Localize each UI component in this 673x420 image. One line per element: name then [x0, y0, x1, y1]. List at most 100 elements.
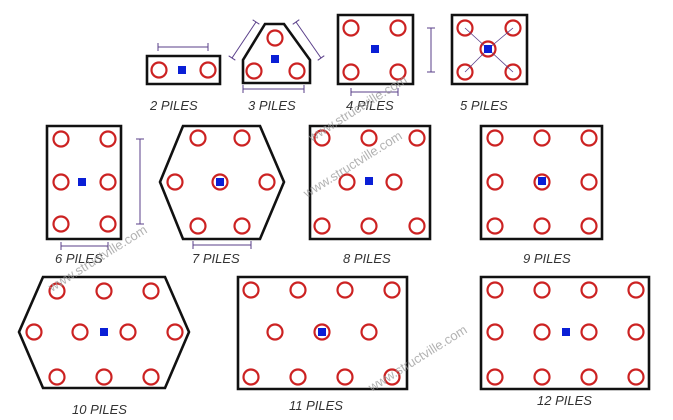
pile-circle — [580, 323, 598, 341]
centroid-marker — [178, 66, 186, 74]
pile-cap-3-piles: 3 PILES — [228, 19, 325, 113]
centroid-marker — [100, 328, 108, 336]
pile-circle — [48, 282, 66, 300]
pile-circle — [199, 61, 217, 79]
pile-circle — [52, 130, 70, 148]
pile-circle — [408, 129, 426, 147]
pile-circle — [48, 368, 66, 386]
centroid-marker — [216, 178, 224, 186]
pile-circle — [580, 129, 598, 147]
pile-cap-12-piles: 12 PILES — [479, 275, 651, 408]
pile-circle — [150, 61, 168, 79]
pile-circle — [52, 173, 70, 191]
pile-circle — [242, 368, 260, 386]
pile-circle — [95, 368, 113, 386]
dimension-tick — [317, 55, 325, 61]
pile-circle — [580, 173, 598, 191]
pile-circle — [342, 19, 360, 37]
pile-circle — [338, 173, 356, 191]
dimension-line — [231, 21, 257, 59]
pile-circle — [533, 368, 551, 386]
pile-circle — [258, 173, 276, 191]
pile-circle — [479, 40, 497, 58]
pile-cap-7-piles: 7 PILES — [158, 124, 286, 266]
pile-circle — [383, 281, 401, 299]
watermark-text: www.structville.com — [365, 322, 470, 395]
pile-cap-10-piles: 10 PILES — [17, 275, 191, 417]
pile-circle — [360, 217, 378, 235]
cap-outline — [479, 124, 604, 241]
pile-circle — [25, 323, 43, 341]
cap-outline — [236, 275, 409, 391]
pile-circle — [52, 215, 70, 233]
pile-cap-8-piles: 8 PILES — [308, 124, 432, 266]
pile-circle — [383, 368, 401, 386]
cap-label: 2 PILES — [149, 98, 198, 113]
pile-cap-11-piles: 11 PILES — [236, 275, 409, 413]
cap-label: 7 PILES — [192, 251, 240, 266]
pile-circle — [289, 368, 307, 386]
pile-circle — [504, 63, 522, 81]
pile-circle — [266, 29, 284, 47]
spacing-line — [487, 27, 514, 50]
cap-outline — [45, 124, 123, 241]
pile-cap-6-piles: 6 PILES — [45, 124, 144, 266]
pile-cap-5-piles: 5 PILES — [450, 13, 529, 113]
pile-circle — [313, 129, 331, 147]
cap-outline — [479, 275, 651, 391]
pile-circle — [266, 323, 284, 341]
pile-circle — [71, 323, 89, 341]
cap-outline — [336, 13, 415, 86]
dimension-line — [295, 21, 322, 59]
pile-circle — [385, 173, 403, 191]
centroid-marker — [484, 45, 492, 53]
pile-circle — [533, 129, 551, 147]
pile-cap-9-piles: 9 PILES — [479, 124, 604, 266]
pile-circle — [211, 173, 229, 191]
pile-circle — [99, 215, 117, 233]
pile-circle — [456, 19, 474, 37]
pile-circle — [580, 217, 598, 235]
cap-outline — [450, 13, 529, 86]
pile-circle — [533, 281, 551, 299]
pile-circle — [95, 282, 113, 300]
pile-cap-2-piles: 2 PILES — [145, 43, 222, 113]
pile-circle — [486, 173, 504, 191]
pile-circle — [580, 368, 598, 386]
pile-circle — [289, 281, 307, 299]
pile-circle — [389, 63, 407, 81]
pile-circle — [504, 19, 522, 37]
pile-circle — [245, 62, 263, 80]
pile-circle — [408, 217, 426, 235]
pile-circle — [580, 281, 598, 299]
pile-circle — [486, 368, 504, 386]
cap-label: 4 PILES — [346, 98, 394, 113]
centroid-marker — [365, 177, 373, 185]
pile-circle — [627, 281, 645, 299]
pile-circle — [233, 217, 251, 235]
pile-circle — [486, 323, 504, 341]
centroid-marker — [78, 178, 86, 186]
pile-circle — [336, 281, 354, 299]
pile-circle — [313, 217, 331, 235]
cap-outline — [308, 124, 432, 241]
pile-circle — [389, 19, 407, 37]
cap-label: 8 PILES — [343, 251, 391, 266]
pile-circle — [119, 323, 137, 341]
pile-circle — [99, 173, 117, 191]
pile-cap-4-piles: 4 PILES — [336, 13, 435, 113]
pile-circle — [533, 173, 551, 191]
spacing-line — [487, 48, 514, 73]
cap-outline — [241, 22, 312, 85]
pile-circle — [166, 173, 184, 191]
cap-label: 3 PILES — [248, 98, 296, 113]
cap-label: 10 PILES — [72, 402, 127, 417]
pile-circle — [142, 282, 160, 300]
cap-label: 11 PILES — [289, 398, 343, 413]
dimension-tick — [252, 19, 260, 25]
pile-caps: 2 PILES 3 PILES 4 PILES 5 PILES 6 PILES 7 PIL… — [17, 13, 651, 417]
pile-circle — [486, 217, 504, 235]
cap-outline — [17, 275, 191, 390]
pile-circle — [627, 368, 645, 386]
